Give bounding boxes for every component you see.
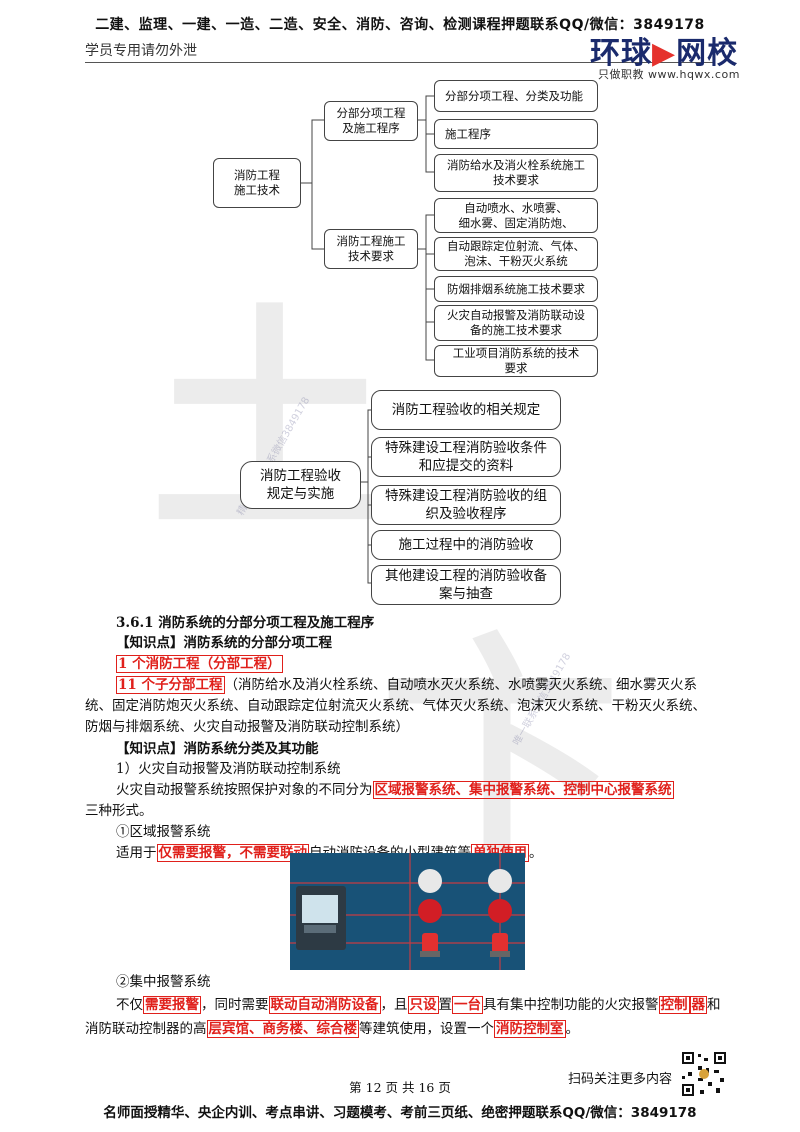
paragraph-text: 。 (565, 1021, 580, 1037)
mindmap-leaf: 特殊建设工程消防验收条件 和应提交的资料 (371, 437, 561, 477)
mindmap-branch-requirements: 消防工程施工 技术要求 (324, 229, 418, 269)
mindmap-connectors (301, 95, 434, 584)
highlight-text: 只设 (407, 996, 439, 1014)
mindmap-root-acceptance: 消防工程验收 规定与实施 (240, 461, 361, 509)
highlight-text: 联动自动消防设备 (268, 996, 381, 1014)
subheading: 1）火灾自动报警及消防联动控制系统 (116, 761, 341, 777)
mindmap-leaf: 特殊建设工程消防验收的组 织及验收程序 (371, 485, 561, 525)
paragraph-text: （消防给水及消火栓系统、自动喷水灭火系统、水喷雾灭火系统、细水雾灭火系统、固定消… (85, 677, 706, 735)
paragraph-text: 置 (438, 997, 453, 1013)
qr-code-icon (680, 1050, 728, 1098)
highlight-text: 控制 (658, 996, 690, 1014)
subitems-paragraph: 11 个子分部工程（消防给水及消火栓系统、自动喷水灭火系统、水喷雾灭火系统、细水… (85, 675, 717, 738)
subheading: ②集中报警系统 (116, 974, 211, 990)
central-alarm-paragraph: 不仅需要报警，同时需要联动自动消防设备，且只设置一台具有集中控制功能的火灾报警控… (85, 993, 725, 1041)
mindmap-root-construction: 消防工程 施工技术 (213, 158, 301, 208)
highlight-text: 区域报警系统、集中报警系统、控制中心报警系统 (372, 781, 674, 799)
paragraph-text: 和消防联动控制器的高 (85, 997, 721, 1037)
page-number: 第 12 页 共 16 页 (349, 1080, 451, 1095)
mindmap-leaf: 自动喷水、水喷雾、 细水雾、固定消防炮、 (434, 198, 598, 233)
mindmap-leaf: 工业项目消防系统的技术 要求 (434, 345, 598, 377)
scan-prompt: 扫码关注更多内容 (568, 1072, 673, 1087)
header-contact-line: 二建、监理、一建、一造、二造、安全、消防、咨询、检测课程押题联系QQ/微信：38… (95, 17, 705, 33)
mindmap-leaf: 其他建设工程的消防验收备 案与抽查 (371, 565, 561, 605)
highlight-text: 一台 (452, 996, 483, 1014)
play-icon: ▶ (652, 36, 677, 71)
paragraph-text: 适用于 (116, 845, 157, 861)
brand-logo: 环球▶网校 (590, 28, 738, 72)
mindmap-branch-subitems: 分部分项工程 及施工程序 (324, 101, 418, 141)
logo-text-b: 网校 (676, 36, 739, 71)
alarm-types-paragraph: 火灾自动报警系统按照保护对象的不同分为区域报警系统、集中报警系统、控制中心报警系… (85, 780, 725, 822)
paragraph-text: 不仅 (116, 997, 143, 1013)
highlight-text: 1 个消防工程（分部工程） (116, 655, 283, 673)
logo-text-a: 环球 (590, 36, 652, 71)
paragraph-text: 等建筑使用，设置一个 (359, 1021, 494, 1037)
mindmap-leaf: 消防给水及消火栓系统施工 技术要求 (434, 154, 598, 192)
paragraph-text: 三种形式。 (85, 803, 153, 819)
highlight-text: 仅需要报警，不需要联动 (156, 844, 309, 862)
paragraph-text: 具有集中控制功能的火灾报警 (483, 997, 659, 1013)
highlight-text: 11 个子分部工程 (116, 676, 225, 694)
highlight-text: 消防控制室 (494, 1020, 566, 1038)
mindmap-leaf: 分部分项工程、分类及功能 (434, 80, 598, 112)
header-divider (85, 62, 715, 63)
paragraph-text: ，同时需要 (201, 997, 269, 1013)
header-notice: 学员专用请勿外泄 (85, 43, 197, 59)
paragraph-text: 火灾自动报警系统按照保护对象的不同分为 (116, 782, 373, 798)
knowledge-point-heading: 【知识点】消防系统的分部分项工程 (116, 635, 332, 651)
highlight-text: 层宾馆、商务楼、综合楼 (206, 1020, 359, 1038)
mindmap-leaf: 施工过程中的消防验收 (371, 530, 561, 560)
highlight-text: 器 (689, 996, 707, 1014)
alarm-system-photo (290, 853, 525, 970)
mindmap-leaf: 自动跟踪定位射流、气体、 泡沫、干粉灭火系统 (434, 237, 598, 271)
mindmap-leaf: 防烟排烟系统施工技术要求 (434, 276, 598, 302)
paragraph-text: ，且 (380, 997, 408, 1013)
subheading: ①区域报警系统 (116, 824, 211, 840)
knowledge-point-heading: 【知识点】消防系统分类及其功能 (116, 741, 319, 757)
mindmap-leaf: 火灾自动报警及消防联动设 备的施工技术要求 (434, 305, 598, 341)
section-title: 3.6.1 消防系统的分部分项工程及施工程序 (116, 615, 375, 631)
footer-contact-line: 名师面授精华、央企内训、考点串讲、习题模考、考前三页纸、绝密押题联系QQ/微信：… (103, 1105, 697, 1121)
mindmap-leaf: 消防工程验收的相关规定 (371, 390, 561, 430)
logo-subtitle: 只做职教 www.hqwx.com (598, 68, 740, 81)
paragraph-text: 。 (529, 845, 543, 861)
highlight-text: 需要报警 (143, 996, 201, 1014)
mindmap-leaf: 施工程序 (434, 119, 598, 149)
